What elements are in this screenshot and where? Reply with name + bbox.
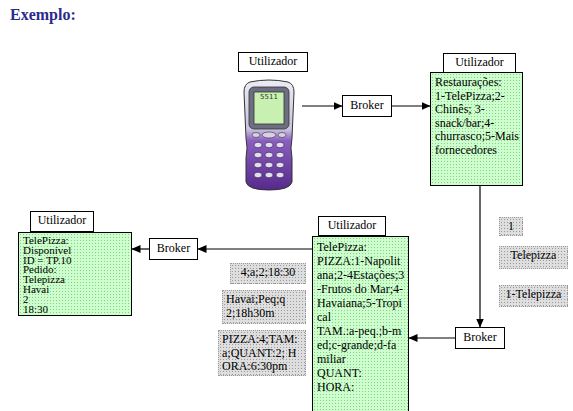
box-text: 1-TelePizza;2-Chinês; 3-snack/bar;4-chur… — [435, 90, 519, 158]
box-text: 1 — [503, 220, 519, 234]
box-text: PIZZA:4;TAM:a;QUANT:2; HORA:6:30pm — [222, 333, 302, 374]
box-text: Utilizador — [319, 219, 385, 233]
box-text: Havai — [23, 285, 128, 295]
user-label: Utilizador — [443, 53, 516, 73]
flow-arrow — [409, 337, 455, 338]
input-box: PIZZA:4;TAM:a;QUANT:2; HORA:6:30pm — [218, 330, 306, 376]
screen-box: TelePizza:DisponívelID = TP.10Pedido:Tel… — [18, 232, 132, 316]
input-box: 4;a;2;18:30 — [230, 263, 306, 284]
box-text: TAM.:a-peq.;b-med;c-grande;d-familiar — [317, 324, 405, 366]
box-text: 4;a;2;18:30 — [234, 266, 302, 280]
box-text: Broker — [343, 99, 391, 113]
diagram-title: Exemplo: — [10, 6, 76, 24]
screen-box: Restaurações:1-TelePizza;2-Chinês; 3-sna… — [430, 72, 523, 186]
flow-arrow — [302, 105, 342, 106]
box-text: Utilizador — [239, 55, 307, 69]
broker-box: Broker — [455, 327, 505, 349]
user-label: Utilizador — [238, 52, 308, 72]
box-text: Telepizza — [23, 275, 128, 285]
input-box: Havai;Peq;q 2;18h30m — [222, 290, 306, 324]
screen-text: 5511 — [254, 93, 284, 101]
user-label: Utilizador — [318, 216, 386, 236]
box-heading: Restaurações: — [435, 76, 519, 90]
user-label: Utilizador — [30, 211, 94, 232]
box-text: ID = TP.10 — [23, 256, 128, 266]
box-text: HORA: — [317, 380, 405, 394]
box-text: Utilizador — [444, 56, 515, 70]
box-text: Broker — [456, 331, 504, 345]
screen-box: TelePizza:PIZZA:1-Napolitana;2-4Estações… — [312, 236, 409, 411]
mobile-phone: 5511 — [236, 78, 302, 192]
box-text: Disponível — [23, 246, 128, 256]
input-box: 1-Telepizza — [499, 285, 568, 307]
box-text: QUANT: — [317, 366, 405, 380]
flow-arrow — [479, 186, 480, 327]
box-text: Havai;Peq;q 2;18h30m — [226, 293, 302, 320]
broker-box: Broker — [342, 95, 392, 117]
box-heading: TelePizza: — [317, 240, 405, 254]
box-text: Pedido: — [23, 265, 128, 275]
box-text: 18:30 — [23, 305, 128, 315]
flow-arrow — [198, 248, 312, 249]
broker-box: Broker — [149, 238, 198, 260]
box-text: 2 — [23, 295, 128, 305]
flow-arrow — [132, 248, 149, 249]
box-heading: TelePizza: — [23, 236, 128, 246]
box-text: Telepizza — [503, 249, 564, 263]
box-text: PIZZA:1-Napolitana;2-4Estações;3-Frutos … — [317, 254, 405, 324]
input-box: 1 — [499, 217, 523, 236]
flow-arrow — [392, 105, 430, 106]
box-text: Broker — [150, 242, 197, 256]
box-text: 1-Telepizza — [503, 288, 564, 302]
input-box: Telepizza — [499, 246, 568, 269]
box-text: Utilizador — [31, 214, 93, 228]
